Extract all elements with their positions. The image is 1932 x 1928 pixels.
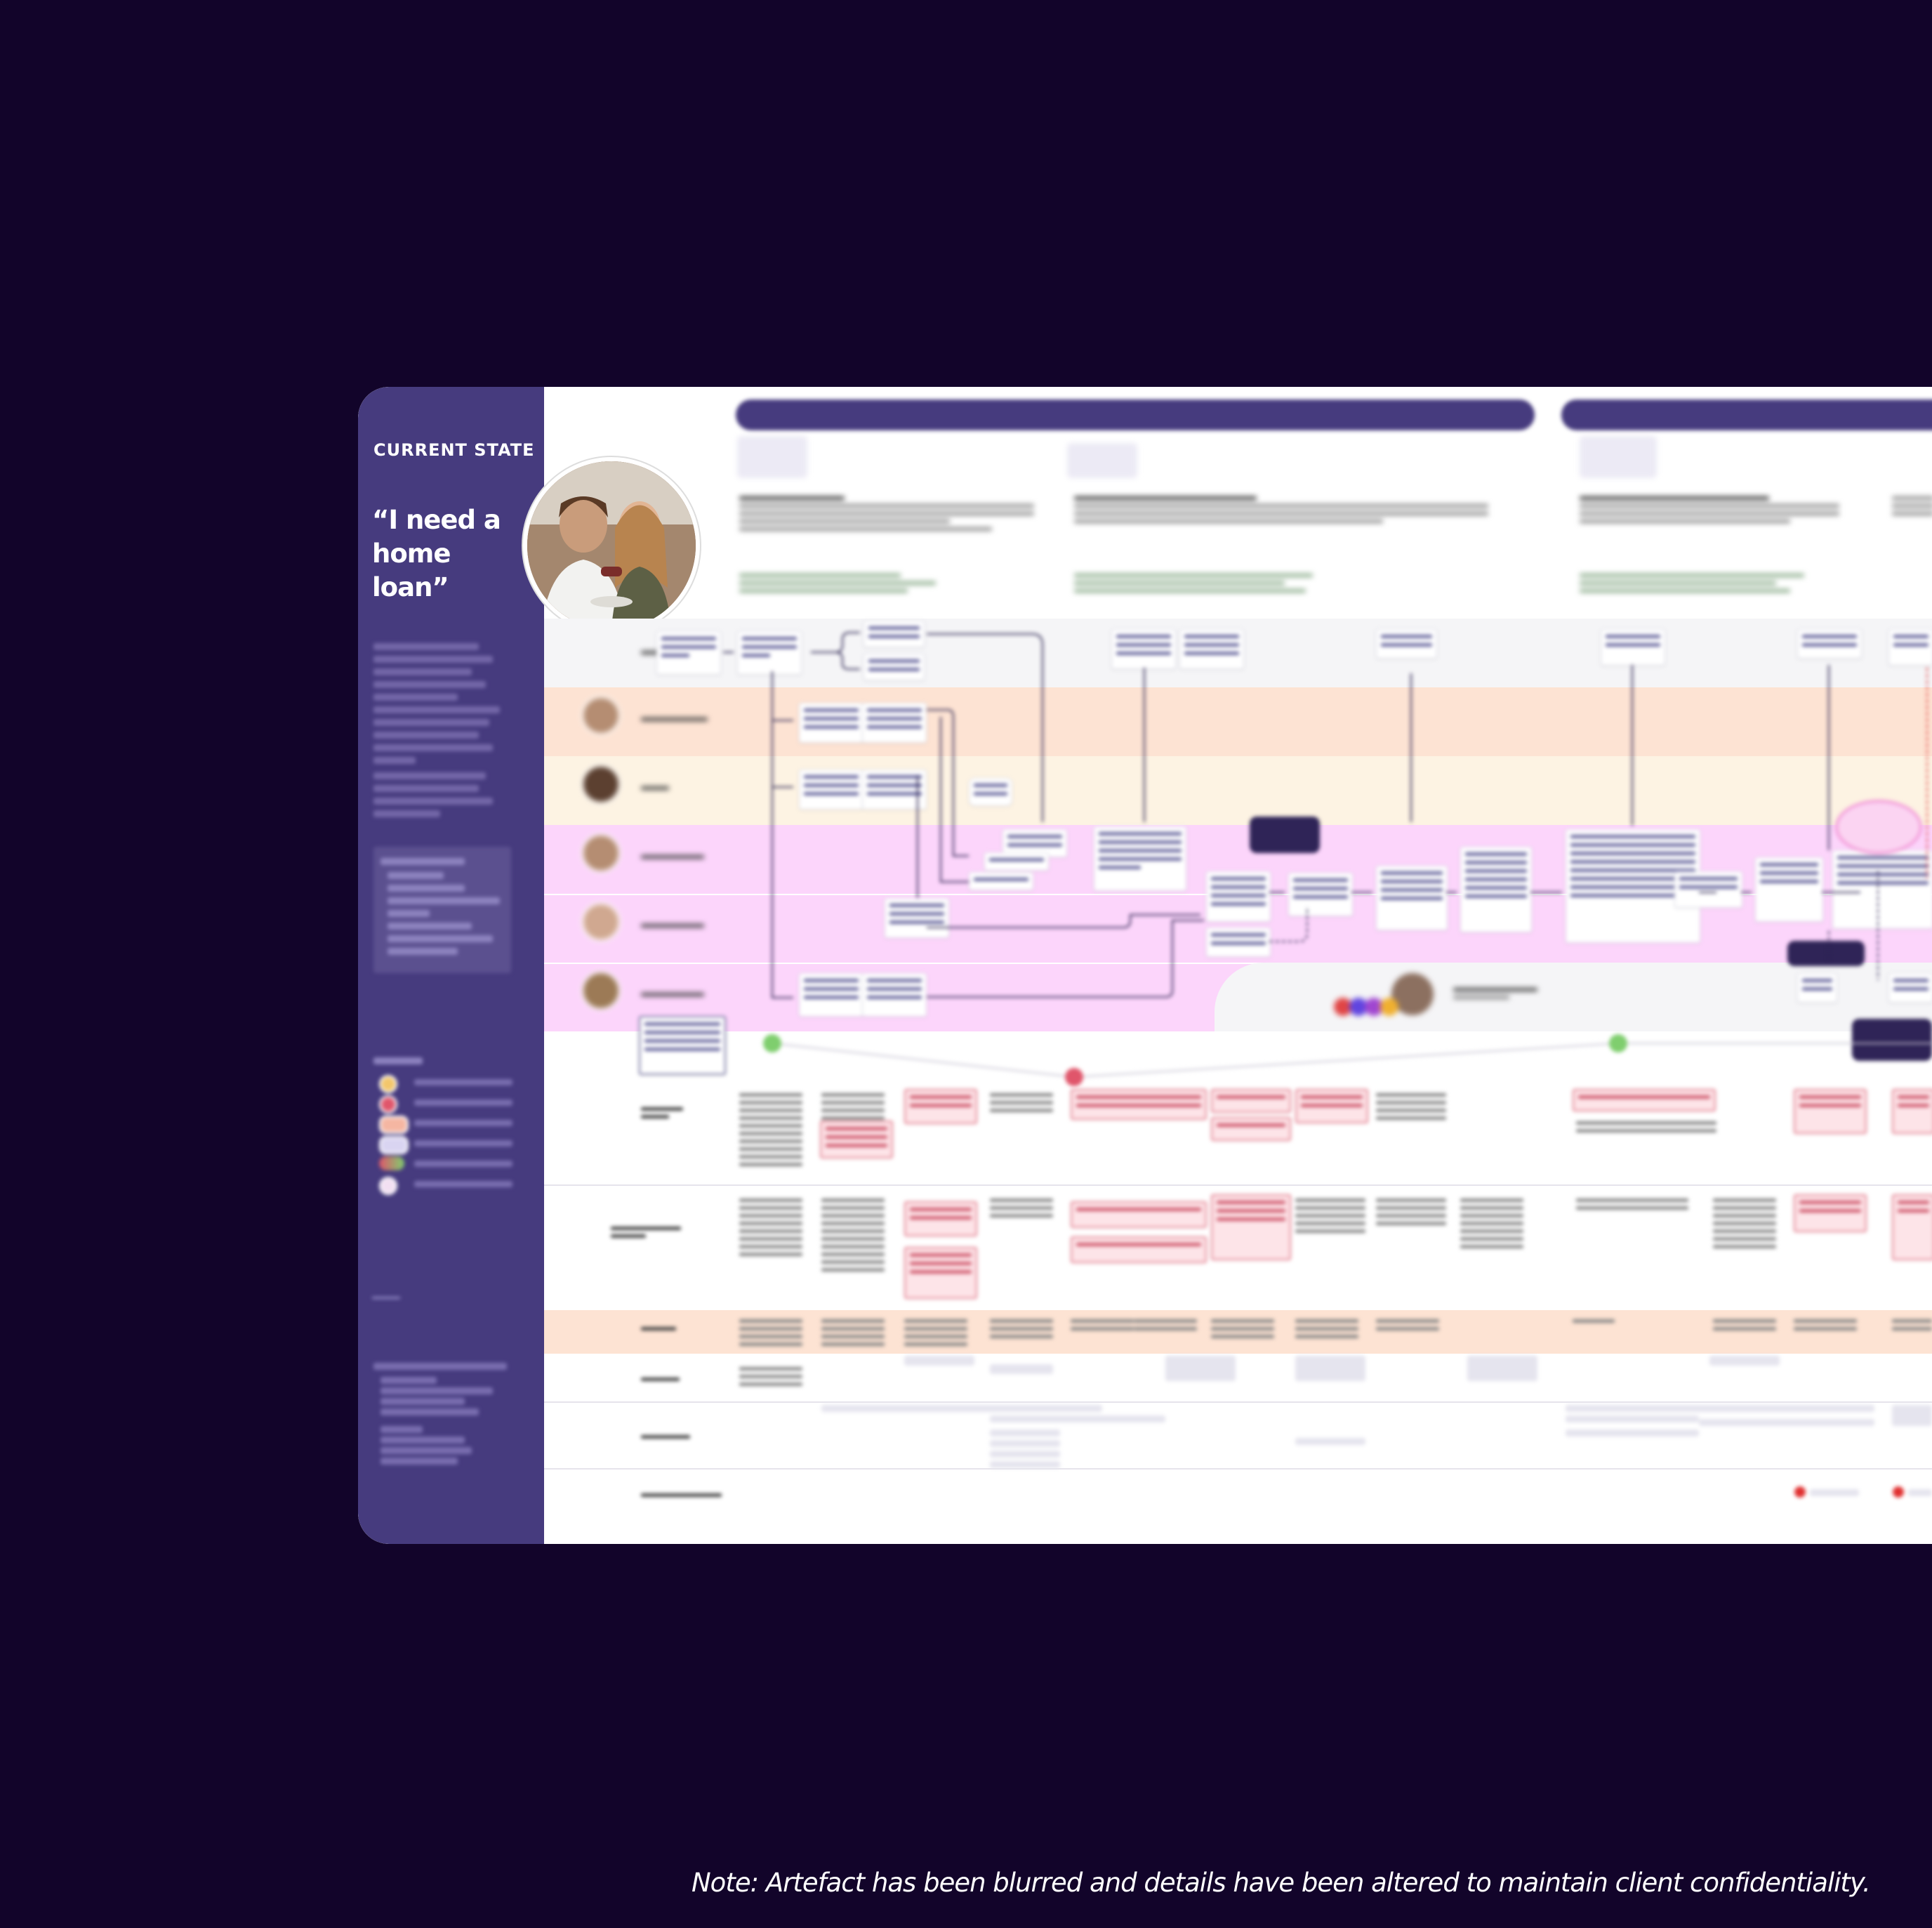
pain-point-dot-icon [1065,1068,1083,1086]
metrics-row [544,1310,1932,1354]
lane-contact-centre [544,687,1932,756]
persona-avatar [523,457,700,634]
journey-map-board: CURRENT STATE “I need a home loan” [358,387,1932,1544]
confidentiality-note: Note: Artefact has been blurred and deta… [692,1868,1871,1898]
divider-1 [544,1184,1932,1186]
emotion-curve [763,1034,1932,1086]
arrow-left-icon[interactable] [372,1297,400,1299]
phase-bar-2 [1561,400,1932,430]
flow-connectors [723,632,1928,998]
lane-branch [544,756,1932,825]
phase-bar-1 [736,400,1535,430]
persona-quote: “I need a home loan” [372,505,501,602]
journey-sidebar: CURRENT STATE “I need a home loan” [358,387,544,1544]
moment-dot-icon [763,1034,781,1052]
divider-3 [544,1468,1932,1470]
current-state-label: CURRENT STATE [373,440,535,460]
persona-needs-box [373,847,511,973]
divider-2 [544,1401,1932,1403]
avatar-photo-icon [527,461,696,630]
